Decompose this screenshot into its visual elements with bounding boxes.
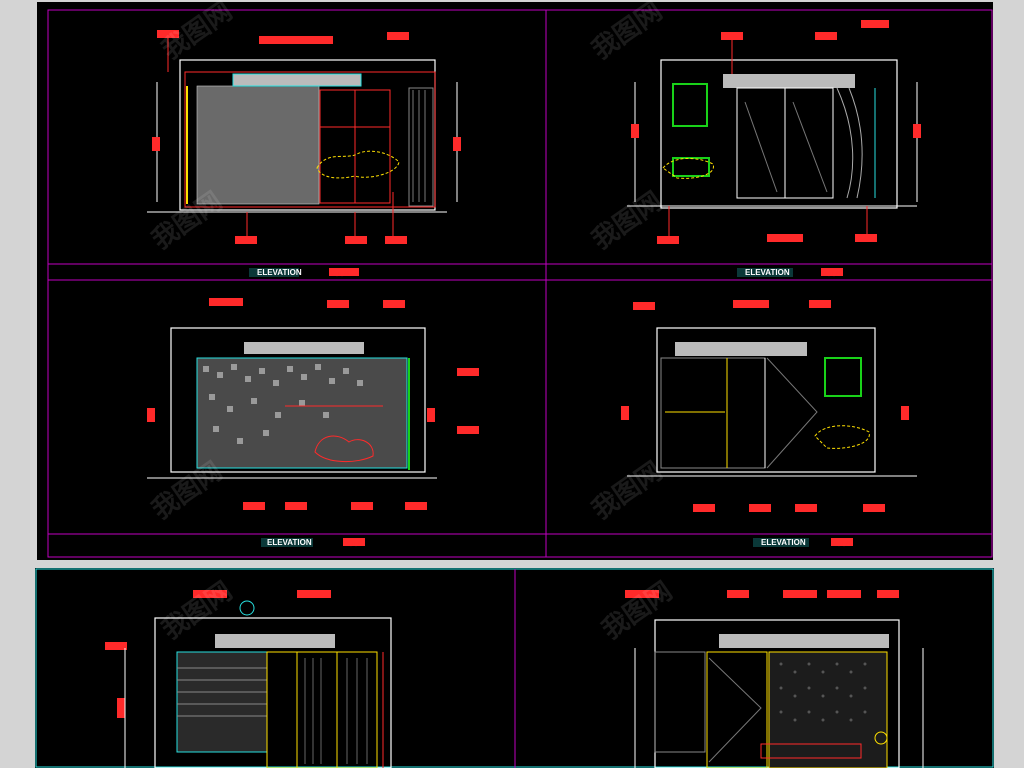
elevation-panel-br <box>625 590 924 768</box>
elevation-panel-ml <box>147 298 479 547</box>
cad-sheet-top: ELEVATION 立面图 ELEVATION 立面图 ELEVATION 立面… <box>37 2 993 560</box>
panel-subtitle-ml: 立面图 <box>343 538 364 547</box>
sheet-frame <box>47 9 993 558</box>
panel-subtitle-tl: 立面图 <box>329 268 350 277</box>
panel-title-ml: ELEVATION <box>267 538 312 547</box>
elevation-panel-tr <box>627 20 921 277</box>
panel-title-tr: ELEVATION <box>745 268 790 277</box>
panel-subtitle-tr: 立面图 <box>821 268 842 277</box>
panel-title-mr: ELEVATION <box>761 538 806 547</box>
cad-sheet-top-drawing: ELEVATION 立面图 ELEVATION 立面图 ELEVATION 立面… <box>47 9 993 558</box>
cad-sheet-bottom <box>35 568 994 768</box>
elevation-panel-bl <box>105 590 392 768</box>
elevation-panel-mr <box>621 300 917 547</box>
cad-sheet-bottom-drawing <box>35 568 994 768</box>
panel-subtitle-mr: 立面图 <box>831 538 852 547</box>
elevation-panel-tl <box>147 30 461 277</box>
panel-title-tl: ELEVATION <box>257 268 302 277</box>
